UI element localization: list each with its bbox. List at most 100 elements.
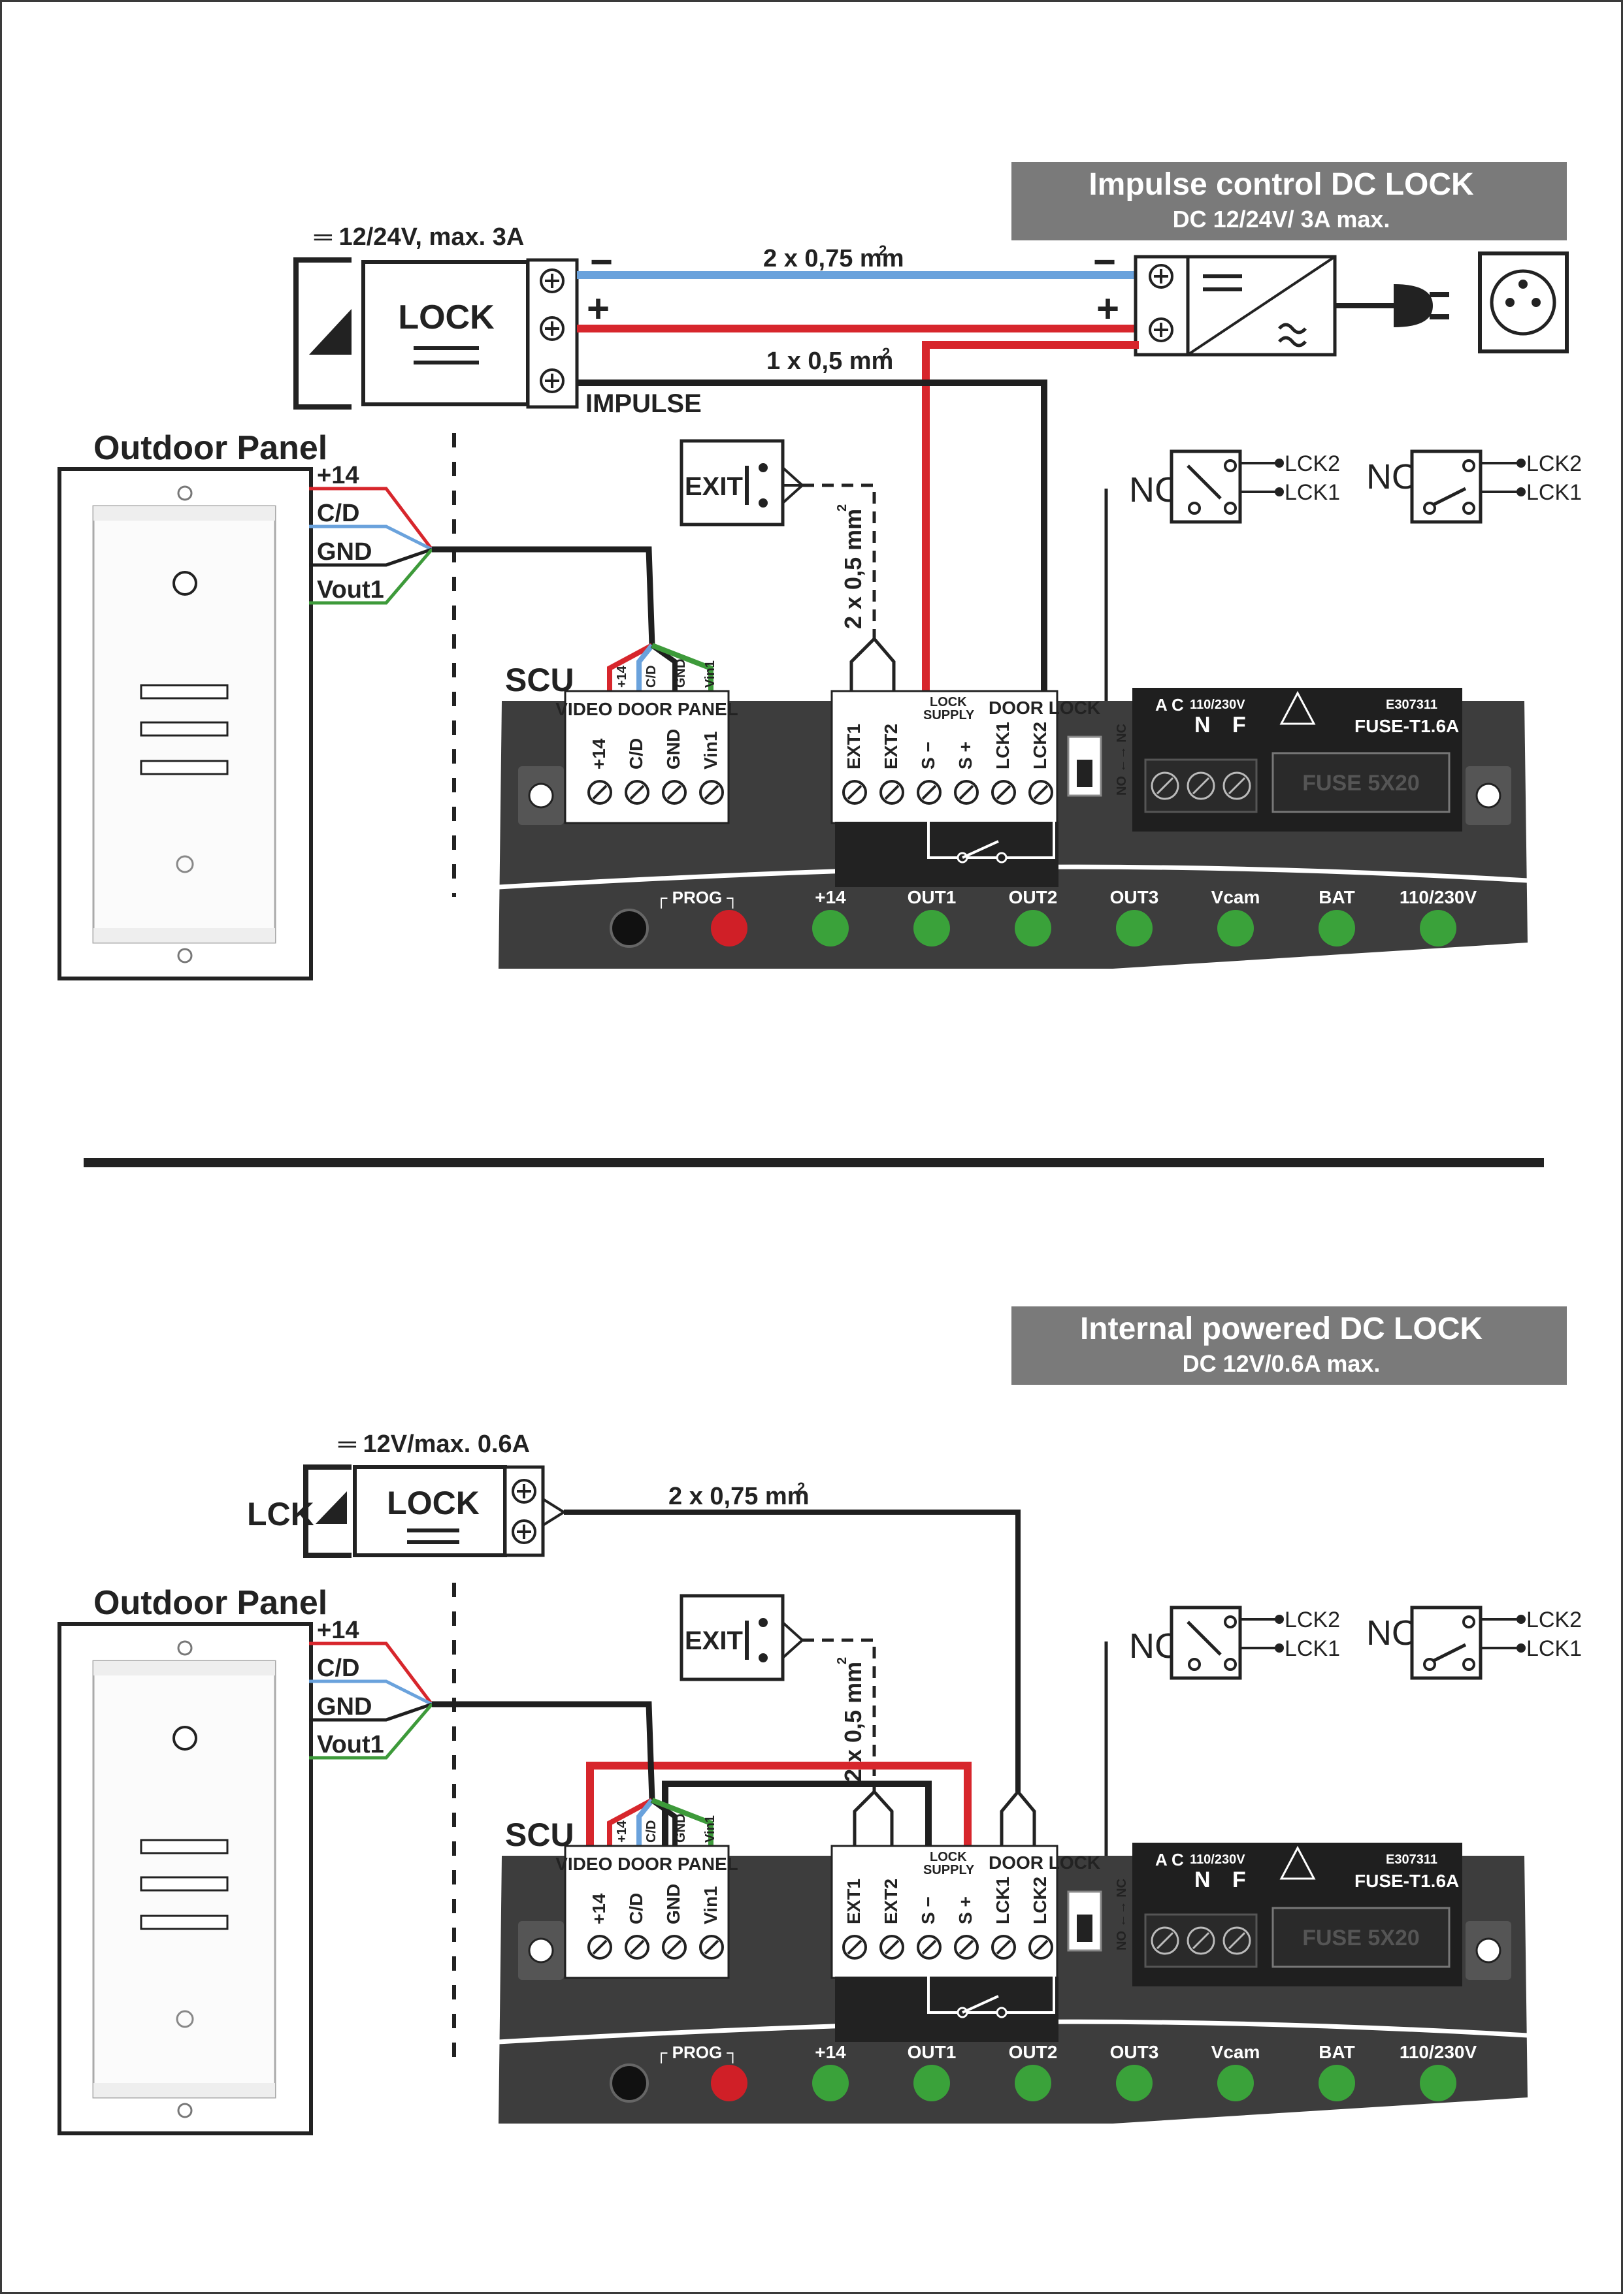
top-led-5 [1319,910,1355,946]
bottom-wire-1 [309,1679,433,1706]
bottom-io-screw-4 [991,1935,1016,1960]
bottom-io-term-2: S − [918,1896,938,1924]
bottom-prog-label: ┌ PROG ┐ [655,2043,739,2063]
bottom-wire-label-3: Vout1 [317,1731,384,1758]
bottom-mode-switch-knob[interactable] [1077,1915,1092,1942]
top-led-label-2: OUT2 [1009,887,1058,907]
top-vdp-term-1: C/D [626,738,646,769]
bottom-vdp-screw-0 [587,1935,612,1960]
top-led-label-3: OUT3 [1110,887,1159,907]
top-red-to-supply [922,341,1139,698]
top-diagram: Impulse control DC LOCK DC 12/24V/ 3A ma… [293,162,1582,897]
bottom-led-3 [1116,2065,1153,2101]
bottom-io-screw-5 [1028,1935,1053,1960]
bottom-banner [1011,1306,1567,1385]
bottom-vdp-tiny-3: Vin1 [703,1815,717,1843]
top-fan-blue [636,643,655,691]
bottom-lock-cable [564,1510,1021,1792]
top-lock-label: LOCK [398,299,495,336]
bottom-cable-a-sup: 2 [797,1479,805,1496]
top-vdp-screw-2 [662,780,687,805]
bottom-internal-circuit [927,1964,1055,2014]
bottom-mains-label: 110/230V [1190,1852,1245,1867]
bottom-wire-label-1: C/D [317,1655,359,1682]
top-panel-screw-bottom [177,948,193,963]
bottom-prog-button[interactable] [610,2063,649,2103]
bottom-vdp-tiny-2: GND [674,1814,688,1843]
top-cert-label: E307311 [1386,698,1437,712]
top-banner-subtitle: DC 12/24V/ 3A max. [1173,206,1390,233]
bottom-vdp-tiny-1: C/D [644,1820,659,1843]
top-mode-switch-knob[interactable] [1077,760,1092,787]
bottom-panel-nameplate-1 [140,1839,229,1854]
bottom-nc-lck2: LCK2 [1285,1608,1340,1632]
top-scu-label: SCU [505,662,574,698]
bottom-lck-label: LCK [247,1496,314,1532]
bottom-wire-0 [309,1641,433,1706]
bottom-panel-cable [432,1701,655,1801]
bottom-io-term-4: LCK1 [992,1877,1013,1924]
top-io-term-0: EXT1 [844,724,864,769]
top-panel-screw-top [177,485,193,501]
bottom-cable-a-label: 2 x 0,75 mm [668,1483,809,1510]
top-internal-contact-2 [996,852,1008,864]
bottom-exit-label: EXIT [685,1626,743,1655]
bottom-fuse-label: FUSE 5X20 [1302,1926,1420,1950]
top-io-screw-2 [917,780,942,805]
bottom-exit-button [680,1594,785,1681]
top-fuse-holder [1271,752,1451,813]
top-lock-body [361,260,530,406]
top-minus-right: − [1093,240,1116,283]
bottom-n-label: N [1194,1868,1211,1892]
bottom-led-1 [913,2065,950,2101]
top-internal-switch [962,840,999,859]
bottom-fuse-holder [1271,1907,1451,1968]
bottom-lock-bracket [303,1464,352,1558]
top-io-screw-5 [1028,780,1053,805]
bottom-banner-title: Internal powered DC LOCK [1080,1312,1483,1346]
top-vdp-tiny-3: Vin1 [703,660,717,688]
top-mount-screw-1 [1475,783,1501,809]
top-io-block [830,690,1058,824]
bottom-banner-subtitle: DC 12V/0.6A max. [1183,1350,1381,1377]
top-lock-rating: ═ 12/24V, max. 3A [314,223,524,251]
top-ac-label: A C [1155,695,1184,715]
top-io-term-1: EXT2 [881,724,901,769]
top-wire-label-2: GND [317,538,372,566]
bottom-wire-label-0: +14 [317,1617,359,1644]
top-wire-3 [309,548,433,605]
top-wire-label-1: C/D [317,500,359,527]
top-wire-2 [309,547,433,567]
top-plus-right: + [1096,287,1119,331]
bottom-red-loop [586,1762,972,1854]
top-led-label-5: BAT [1319,887,1354,907]
top-cable-a-label: 2 x 0,75 mm [763,245,904,272]
bottom-panel-bottom-strip [93,2083,275,2097]
bottom-io-term-1: EXT2 [881,1879,901,1924]
bottom-lock-label: LOCK [387,1485,480,1521]
bottom-vdp-term-0: +14 [589,1893,609,1924]
top-led-1 [913,910,950,946]
top-led-label-1: OUT1 [908,887,957,907]
top-plug-icon [1394,284,1433,327]
bottom-led-label-0: +14 [815,2042,846,2062]
bottom-io-screw-1 [879,1935,904,1960]
top-panel-nameplate-1 [140,684,229,700]
top-wire-0 [309,487,433,551]
top-exit-cable-sup: 2 [835,504,849,511]
bottom-led-label-1: OUT1 [908,2042,957,2062]
bottom-black-loop [662,1781,932,1854]
top-panel-nameplate-3 [140,760,229,775]
top-plus-left: + [587,287,610,331]
top-prog-button[interactable] [610,909,649,948]
top-vdp-term-0: +14 [589,738,609,769]
bottom-ac-label: A C [1155,1850,1184,1869]
bottom-mains-screw-slot-1 [1192,1932,1210,1950]
bottom-diagram: Internal powered DC LOCK DC 12V/0.6A max… [247,1306,1582,2060]
top-door-lock-label: DOOR LOCK [989,698,1100,718]
top-led-label-4: Vcam [1211,887,1260,907]
top-wire-label-0: +14 [317,462,359,489]
bottom-panel-screw-top [177,1640,193,1656]
